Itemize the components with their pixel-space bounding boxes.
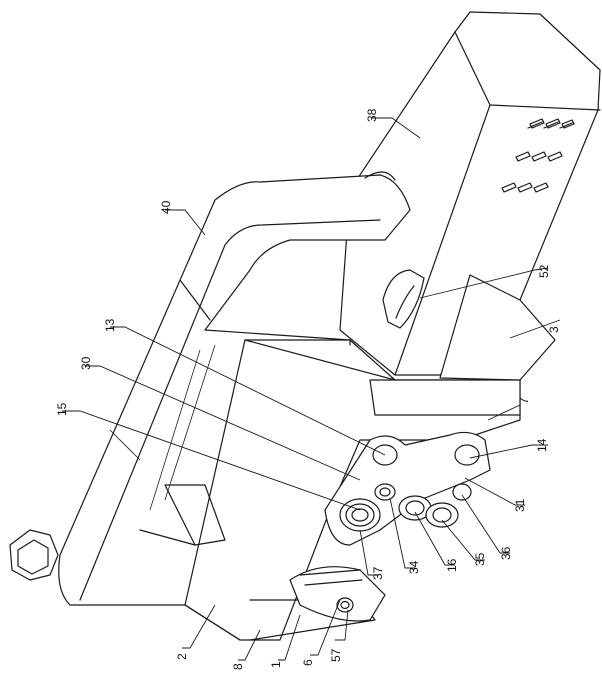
label-34: 34 bbox=[407, 560, 421, 574]
label-13: 13 bbox=[103, 318, 117, 332]
label-8: 8 bbox=[231, 663, 245, 670]
label-14: 14 bbox=[535, 438, 549, 452]
label-52: 52 bbox=[537, 264, 551, 278]
label-40: 40 bbox=[159, 200, 173, 214]
label-16: 16 bbox=[445, 558, 459, 572]
label-7: 7 bbox=[517, 397, 531, 404]
label-36: 36 bbox=[499, 546, 513, 560]
label-1: 1 bbox=[269, 661, 283, 668]
label-2: 2 bbox=[175, 653, 189, 660]
end-knob bbox=[10, 530, 58, 580]
label-57: 57 bbox=[329, 648, 343, 662]
label-38: 38 bbox=[365, 108, 379, 122]
label-37: 37 bbox=[371, 566, 385, 580]
label-35: 35 bbox=[473, 552, 487, 566]
label-15: 15 bbox=[55, 402, 69, 416]
label-6: 6 bbox=[301, 659, 315, 666]
label-3: 3 bbox=[547, 326, 561, 333]
label-30: 30 bbox=[79, 356, 93, 370]
label-31: 31 bbox=[513, 498, 527, 512]
